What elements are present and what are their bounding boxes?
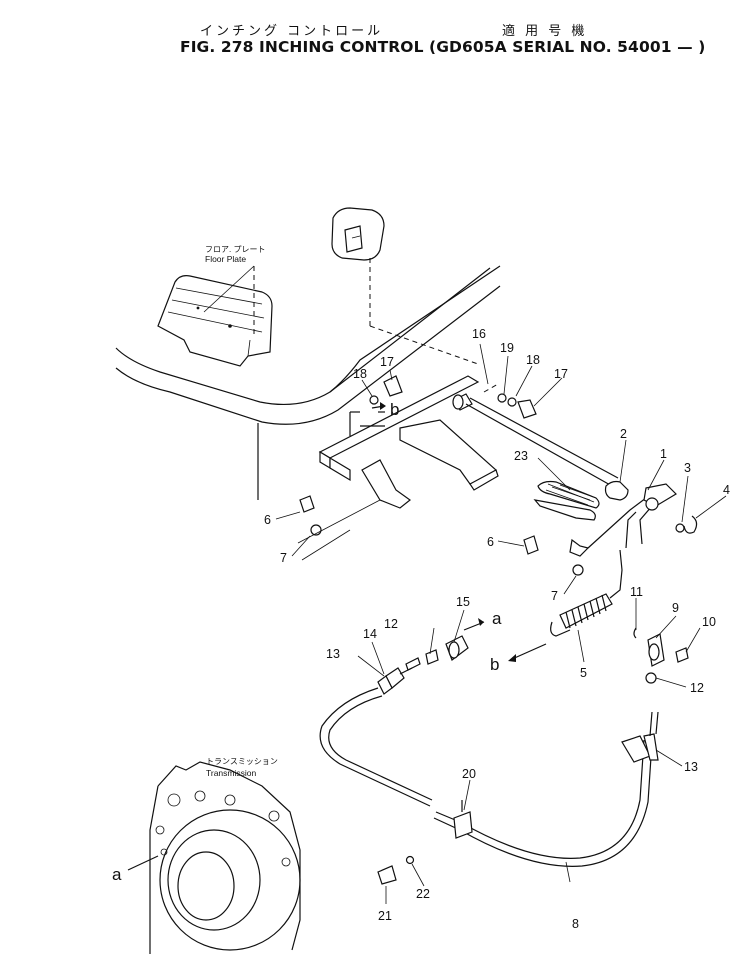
clevis-assembly (633, 627, 689, 684)
title-jp-inching-control: インチング コントロール (200, 24, 384, 39)
callout-18a: 18 (353, 367, 367, 381)
figure-title: FIG. 278 INCHING CONTROL (GD605A SERIAL … (180, 38, 706, 56)
callout-1: 1 (660, 447, 667, 461)
callout-16: 16 (472, 327, 486, 341)
return-spring (550, 549, 623, 637)
callout-6b: 6 (487, 535, 494, 549)
reference-letters: b a b a (112, 400, 502, 884)
callout-20: 20 (462, 767, 476, 781)
callout-7a: 7 (280, 551, 287, 565)
pedal-assembly (533, 480, 698, 557)
upper-cable-fittings (377, 635, 469, 695)
callout-21: 21 (378, 909, 392, 923)
fasteners (299, 375, 584, 885)
callout-numbers: 1 2 3 4 5 6 6 7 7 8 9 10 11 12 12 13 13 … (264, 327, 730, 931)
ref-letter-a-upper: a (492, 609, 502, 628)
transmission-label: Transmission (206, 768, 256, 778)
control-cable (319, 687, 659, 867)
callout-22: 22 (416, 887, 430, 901)
ref-letter-b-lower: b (490, 655, 499, 674)
transmission-jp-label: トランスミッション (206, 757, 278, 766)
japanese-title: インチング コントロール 適 用 号 機 (200, 20, 620, 39)
callout-6a: 6 (264, 513, 271, 527)
callout-12a: 12 (384, 617, 398, 631)
callout-12b: 12 (690, 681, 704, 695)
pedal-bracket-assembly (318, 375, 619, 509)
floor-plate-label: Floor Plate (205, 254, 246, 264)
leader-lines (275, 343, 727, 904)
callout-23: 23 (514, 449, 528, 463)
ref-letter-b-upper: b (390, 400, 399, 419)
callout-10: 10 (702, 615, 716, 629)
callout-15: 15 (456, 595, 470, 609)
title-jp-applicable-serial: 適 用 号 機 (502, 24, 588, 39)
callout-4: 4 (723, 483, 730, 497)
callout-11: 11 (630, 585, 643, 599)
callout-17a: 17 (380, 355, 394, 369)
callout-14: 14 (363, 627, 377, 641)
callout-19: 19 (500, 341, 514, 355)
callout-9: 9 (672, 601, 679, 615)
reference-arrows (127, 402, 547, 871)
callout-13b: 13 (684, 760, 698, 774)
callout-7b: 7 (551, 589, 558, 603)
callout-2: 2 (620, 427, 627, 441)
callout-18b: 18 (526, 353, 540, 367)
callout-8: 8 (572, 917, 579, 931)
bracket-detail (331, 207, 479, 365)
transmission-detail: トランスミッション Transmission (149, 757, 301, 954)
callout-3: 3 (684, 461, 691, 475)
floor-plate-detail: フロア. プレート Floor Plate (157, 245, 273, 367)
callout-13a: 13 (326, 647, 340, 661)
callout-17b: 17 (554, 367, 568, 381)
callout-5: 5 (580, 666, 587, 680)
floor-plate (115, 265, 501, 500)
ref-letter-a-lower: a (112, 865, 122, 884)
floor-plate-jp-label: フロア. プレート (205, 245, 265, 254)
